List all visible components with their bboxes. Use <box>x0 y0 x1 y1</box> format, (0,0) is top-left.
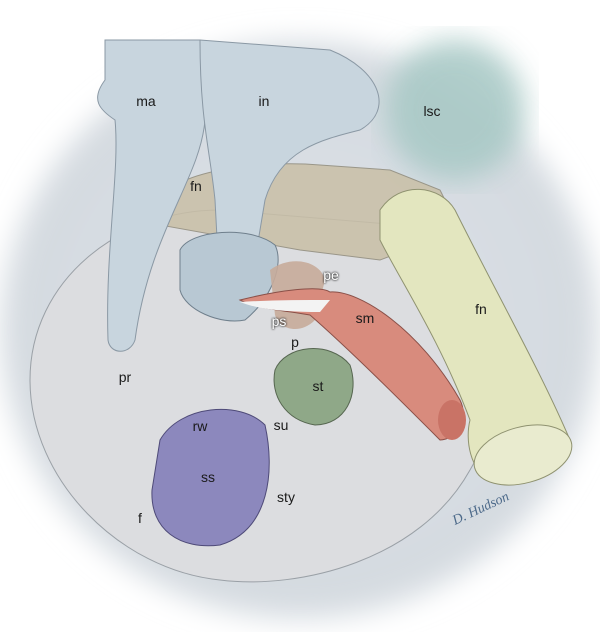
stapes-footplate <box>273 348 354 426</box>
label-pr: pr <box>118 369 132 385</box>
stapedius-tendon <box>240 300 330 312</box>
label-sm: sm <box>355 310 375 326</box>
facial-nerve-cross-section <box>473 424 573 486</box>
label-fn-upper: fn <box>190 178 202 194</box>
lateral-semicircular-canal <box>385 40 525 180</box>
label-st: st <box>312 378 324 394</box>
muscle-cut-end <box>438 400 466 440</box>
label-lsc: lsc <box>423 103 441 119</box>
label-in: in <box>258 93 270 109</box>
label-p: p <box>291 334 299 350</box>
label-rw: rw <box>192 418 208 434</box>
label-f: f <box>138 510 142 526</box>
label-sty: sty <box>277 489 295 505</box>
label-ma: ma <box>136 93 156 109</box>
label-fn-right: fn <box>475 301 487 317</box>
label-pe: pe <box>323 267 339 283</box>
round-window <box>151 408 270 547</box>
label-su: su <box>273 417 289 433</box>
label-ss: ss <box>201 469 215 485</box>
label-ps: ps <box>271 313 287 329</box>
malleus <box>97 39 206 352</box>
